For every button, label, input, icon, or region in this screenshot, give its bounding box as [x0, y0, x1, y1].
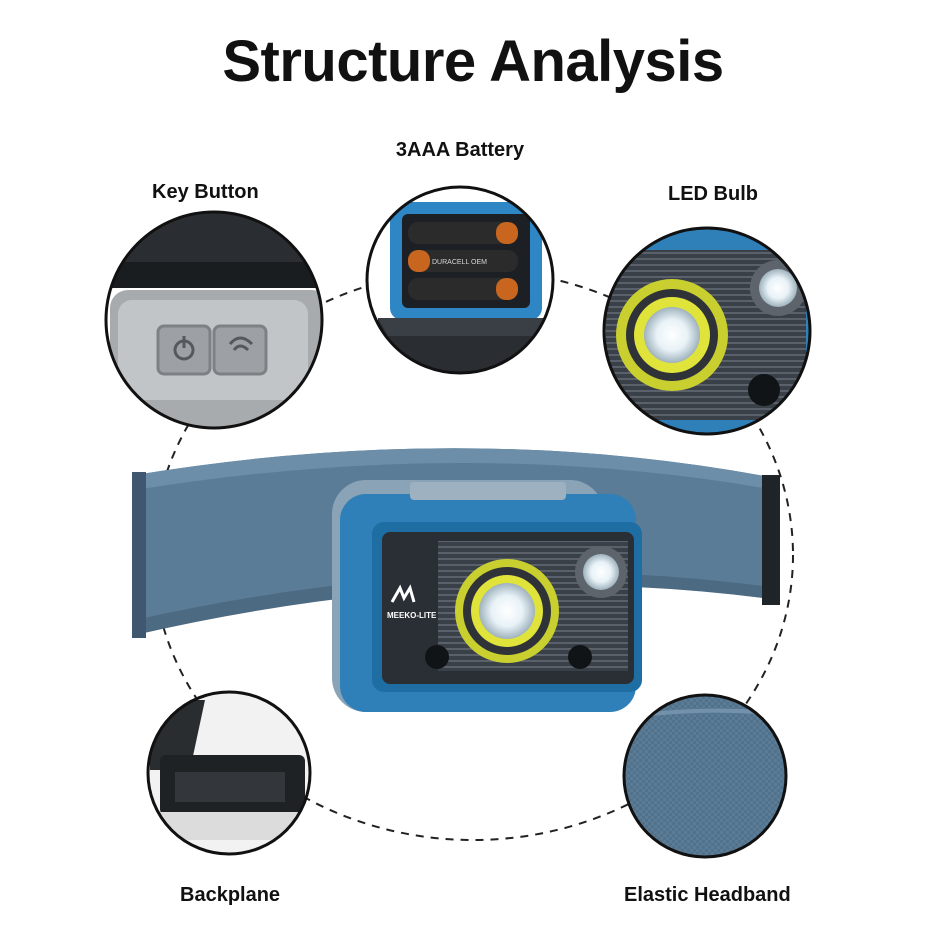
led-bulb-detail-circle	[604, 228, 810, 434]
key-button-detail-circle	[106, 212, 322, 428]
label-backplane: Backplane	[180, 884, 281, 906]
elastic-headband-detail-circle	[624, 695, 786, 857]
motion-sensor-icon	[228, 336, 254, 352]
page-title: Structure Analysis	[222, 29, 724, 94]
backplane-detail-circle	[148, 692, 310, 854]
label-led-bulb: LED Bulb	[668, 183, 758, 205]
brand-logo: MEEKO-LITE	[387, 611, 437, 620]
headlamp-body: MEEKO-LITE	[332, 480, 642, 712]
label-elastic-headband: Elastic Headband	[624, 884, 791, 906]
battery-detail-circle: DURACELL OEM	[367, 187, 553, 373]
battery-brand-text: DURACELL OEM	[432, 259, 487, 266]
label-3aaa-battery: 3AAA Battery	[395, 139, 525, 161]
label-key-button: Key Button	[152, 181, 259, 203]
